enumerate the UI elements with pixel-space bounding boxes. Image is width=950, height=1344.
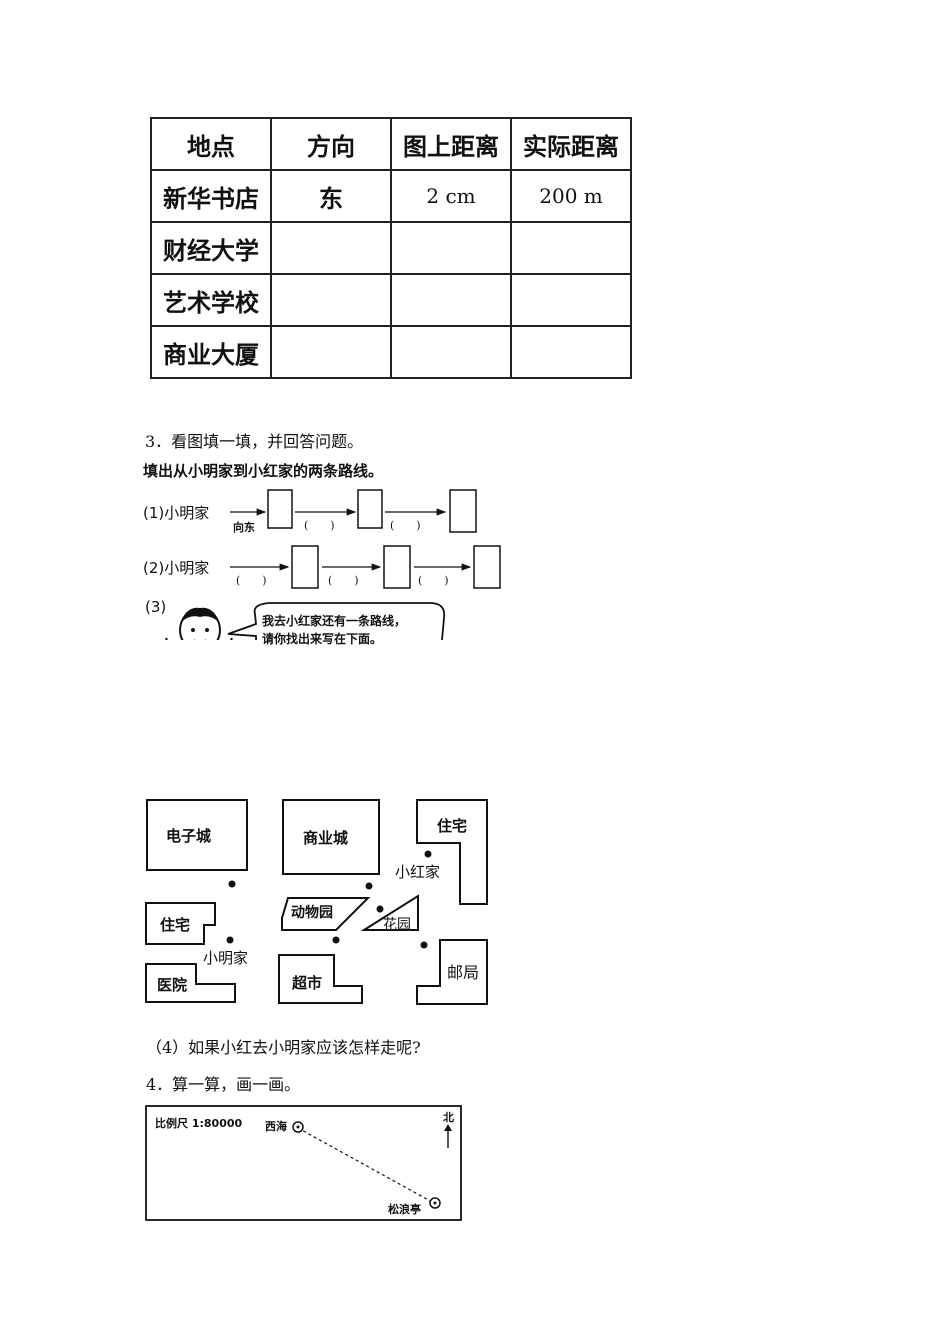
route2-box-1 <box>291 545 319 589</box>
label-xiaohong-home: 小红家 <box>395 863 440 881</box>
cell-place: 新华书店 <box>150 169 272 223</box>
building-residence-top <box>416 799 488 905</box>
cell-direction: 东 <box>270 169 392 223</box>
building-zoo <box>281 897 371 931</box>
cell-place: 艺术学校 <box>150 273 272 327</box>
table-row: 财经大学 <box>150 221 632 275</box>
building-post-office <box>416 939 488 1005</box>
q3-instruction: 填出从小明家到小红家的两条路线。 <box>143 462 384 480</box>
label-residence-left: 住宅 <box>160 916 190 934</box>
label-hospital: 医院 <box>157 976 187 994</box>
q3-title: 3．看图填一填，并回答问题。 <box>145 432 364 451</box>
route1-direction: 向东 <box>233 521 255 534</box>
label-post-office: 邮局 <box>447 963 479 982</box>
cell-place: 商业大厦 <box>150 325 272 379</box>
q4-title: 4．算一算，画一画。 <box>146 1075 301 1094</box>
route2-blank-2[interactable]: ( ) <box>328 574 359 587</box>
item3-label: (3) <box>145 598 167 616</box>
route1-box-1 <box>267 489 293 529</box>
building-commercial-city <box>282 799 380 875</box>
label-supermarket: 超市 <box>291 974 322 992</box>
q3-sub4: （4）如果小红去小明家应该怎样走呢? <box>146 1038 421 1057</box>
map-dot <box>226 936 234 944</box>
header-place: 地点 <box>150 117 272 171</box>
route2-label: (2)小明家 <box>143 559 210 577</box>
map-dot <box>420 941 428 949</box>
building-hospital <box>145 963 236 1003</box>
info-table: 地点 方向 图上距离 实际距离 新华书店 东 2 cm 200 m 财经大学 艺… <box>150 117 632 379</box>
q4-scale: 比例尺 1:80000 <box>155 1116 242 1130</box>
route2-box-2 <box>383 545 411 589</box>
cell-direction[interactable] <box>270 221 392 275</box>
route-diagrams <box>165 489 501 640</box>
route1-blank-1[interactable]: ( ) <box>304 519 335 532</box>
label-zoo: 动物园 <box>291 904 333 921</box>
bubble-line-2: 请你找出来写在下面。 <box>262 632 383 646</box>
building-residence-left <box>145 902 216 945</box>
header-direction: 方向 <box>270 117 392 171</box>
label-residence-top: 住宅 <box>437 817 467 835</box>
cell-actual-distance[interactable] <box>510 325 632 379</box>
cell-actual-distance[interactable] <box>510 221 632 275</box>
cell-map-distance: 2 cm <box>390 169 512 223</box>
route1-box-3 <box>449 489 477 533</box>
q4-place-xihai: 西海 <box>265 1119 287 1133</box>
cell-map-distance[interactable] <box>390 325 512 379</box>
route2-blank-3[interactable]: ( ) <box>418 574 449 587</box>
header-map-distance: 图上距离 <box>390 117 512 171</box>
map-dot <box>365 882 373 890</box>
cell-map-distance[interactable] <box>390 221 512 275</box>
q4-place-songlangting: 松浪亭 <box>388 1202 421 1216</box>
table-row: 新华书店 东 2 cm 200 m <box>150 169 632 223</box>
building-garden <box>360 894 419 931</box>
boy-figure-icon <box>165 607 233 640</box>
table-row: 艺术学校 <box>150 273 632 327</box>
route1-label: (1)小明家 <box>143 504 210 522</box>
route1-blank-2[interactable]: ( ) <box>390 519 421 532</box>
header-actual-distance: 实际距离 <box>510 117 632 171</box>
label-garden: 花园 <box>383 917 411 933</box>
route2-blank-1[interactable]: ( ) <box>236 574 267 587</box>
route2-box-3 <box>473 545 501 589</box>
speech-bubble <box>227 602 446 640</box>
cell-direction[interactable] <box>270 325 392 379</box>
bubble-line-1: 我去小红家还有一条路线， <box>262 614 407 628</box>
cell-map-distance[interactable] <box>390 273 512 327</box>
cell-place: 财经大学 <box>150 221 272 275</box>
building-electronics-city <box>146 799 248 871</box>
label-electronics-city: 电子城 <box>166 827 211 845</box>
table-row: 商业大厦 <box>150 325 632 379</box>
map-dot <box>332 936 340 944</box>
cell-actual-distance[interactable] <box>510 273 632 327</box>
map-dot <box>424 850 432 858</box>
q4-dashed-route <box>297 1127 433 1203</box>
route1-box-2 <box>357 489 383 529</box>
table-header-row: 地点 方向 图上距离 实际距离 <box>150 117 632 171</box>
building-supermarket <box>278 954 363 1004</box>
q4-north-label: 北 <box>443 1110 454 1124</box>
q4-map-frame <box>145 1105 462 1221</box>
cell-direction[interactable] <box>270 273 392 327</box>
map-dot <box>228 880 236 888</box>
label-commercial-city: 商业城 <box>303 829 348 847</box>
label-xiaoming-home: 小明家 <box>203 949 248 967</box>
map-dot <box>376 905 384 913</box>
cell-actual-distance: 200 m <box>510 169 632 223</box>
